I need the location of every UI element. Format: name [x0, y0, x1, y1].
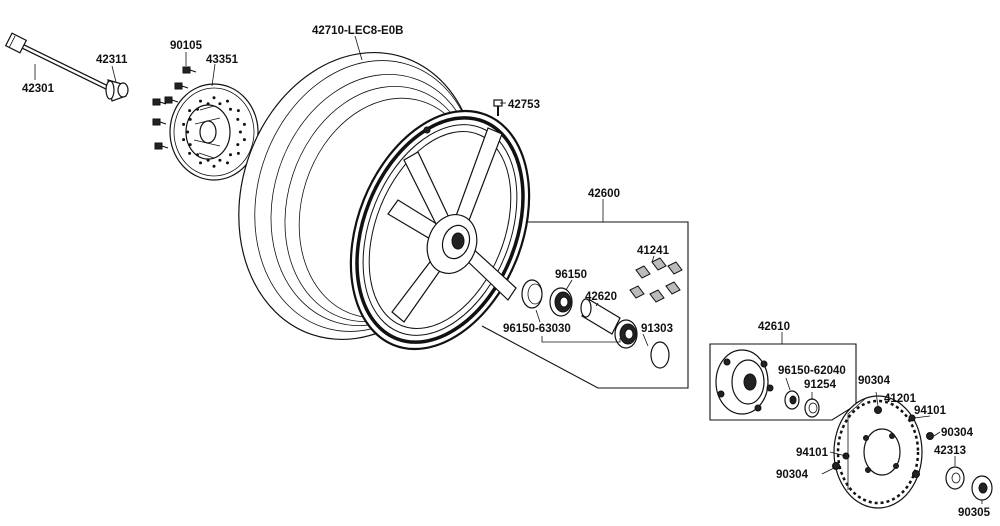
disc-hole [188, 109, 192, 113]
label-90105: 90105 [170, 40, 203, 52]
label-41201: 41201 [884, 393, 917, 405]
disc-hole [242, 122, 246, 126]
sprocket-collar [945, 466, 965, 490]
disc-hole [229, 107, 232, 111]
label-90304-top: 90304 [858, 375, 891, 387]
label-42301: 42301 [22, 83, 55, 95]
disc-hole [196, 153, 199, 157]
disc-hole [226, 99, 229, 103]
valve [493, 99, 503, 116]
disc-hole [218, 158, 222, 162]
sprocket [833, 395, 923, 509]
disc-hole [206, 102, 210, 106]
disc-hole [212, 164, 216, 168]
label-90304-right: 90304 [941, 427, 974, 439]
label-42710: 42710-LEC8-E0B [312, 25, 403, 37]
label-42753: 42753 [508, 99, 540, 111]
collar [105, 79, 129, 102]
oil-seal [521, 279, 543, 309]
disc-hole [206, 158, 210, 162]
sprocket-bolt-bracket [847, 397, 867, 490]
assembly-42610-box [709, 343, 857, 421]
bearing-set-bracket [541, 336, 621, 343]
disc-bolts [152, 66, 197, 150]
disc-hole [236, 151, 240, 155]
disc-hole [226, 161, 229, 165]
label-42620: 42620 [585, 291, 617, 303]
label-94101-right: 94101 [914, 405, 947, 417]
sprocket-hub [715, 349, 774, 415]
leader-lines [34, 35, 983, 504]
o-ring [650, 341, 670, 369]
disc-hole [229, 153, 232, 157]
hub-oil-seal [804, 398, 820, 418]
label-90305: 90305 [958, 507, 991, 519]
label-42600: 42600 [588, 188, 620, 200]
disc-hole [238, 130, 242, 134]
disc-hole [242, 138, 246, 142]
disc-hole [236, 143, 240, 147]
label-43351: 43351 [206, 54, 239, 66]
distance-collar [580, 298, 621, 335]
bearing-right [614, 319, 638, 349]
disc-hole [199, 99, 202, 103]
disc-hole [218, 102, 222, 106]
label-96150-63030: 96150-63030 [503, 323, 571, 335]
damper-rubbers [629, 257, 683, 303]
disc-hole [236, 109, 240, 113]
disc-hole [188, 143, 192, 147]
bearing-left [549, 287, 573, 317]
label-96150: 96150 [555, 269, 587, 281]
disc-hole [182, 122, 186, 126]
label-42610: 42610 [758, 321, 790, 333]
brake-disc [169, 83, 259, 181]
disc-hole [188, 151, 192, 155]
label-41241: 41241 [637, 245, 670, 257]
axle-shaft [4, 32, 109, 90]
disc-hole [186, 130, 190, 134]
disc-hole [199, 161, 202, 165]
axle-nut [971, 475, 993, 501]
disc-hole [196, 107, 199, 111]
label-94101-left: 94101 [796, 447, 829, 459]
disc-hole [212, 96, 216, 100]
disc-hole [236, 117, 240, 121]
label-42311: 42311 [96, 54, 128, 66]
label-90304-left: 90304 [776, 469, 809, 481]
disc-hole [188, 117, 192, 121]
label-91254: 91254 [804, 379, 837, 391]
hub-bearing [784, 390, 800, 410]
assembly-42600-box [481, 221, 689, 389]
label-91303: 91303 [641, 323, 673, 335]
label-96150-62040: 96150-62040 [778, 365, 846, 377]
disc-hole [182, 138, 186, 142]
rim [349, 109, 531, 351]
label-42313: 42313 [934, 445, 966, 457]
